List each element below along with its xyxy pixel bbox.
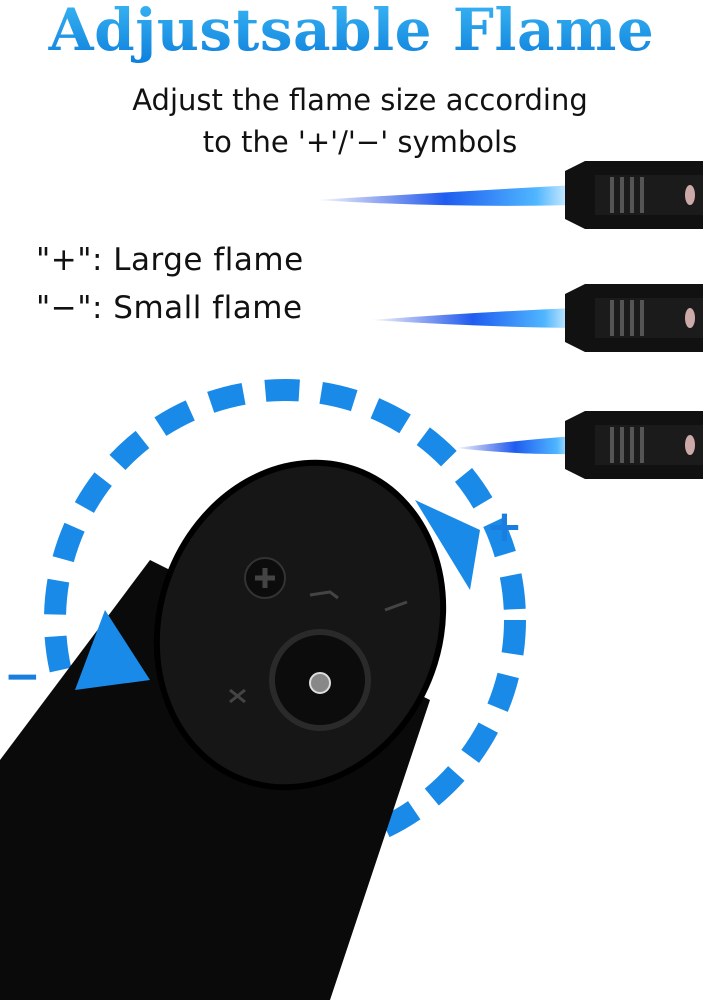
torch-small-flame bbox=[455, 411, 703, 479]
torch-medium-flame bbox=[370, 284, 703, 352]
plus-marker: + bbox=[486, 501, 523, 552]
subtitle-line-1: Adjust the flame size according bbox=[132, 83, 588, 117]
lighter-body bbox=[0, 459, 447, 1000]
arrow-head-minus-icon bbox=[75, 610, 150, 690]
arrow-head-plus-icon bbox=[415, 500, 480, 590]
label-small-flame: "−": Small flame bbox=[36, 290, 303, 326]
torch-large-flame bbox=[315, 161, 703, 229]
label-large-flame: "+": Large flame bbox=[36, 242, 304, 278]
minus-marker: − bbox=[4, 651, 41, 702]
subtitle-line-2: to the '+'/'−' symbols bbox=[202, 125, 518, 159]
page-title: Adjustsable Flame bbox=[0, 0, 703, 64]
